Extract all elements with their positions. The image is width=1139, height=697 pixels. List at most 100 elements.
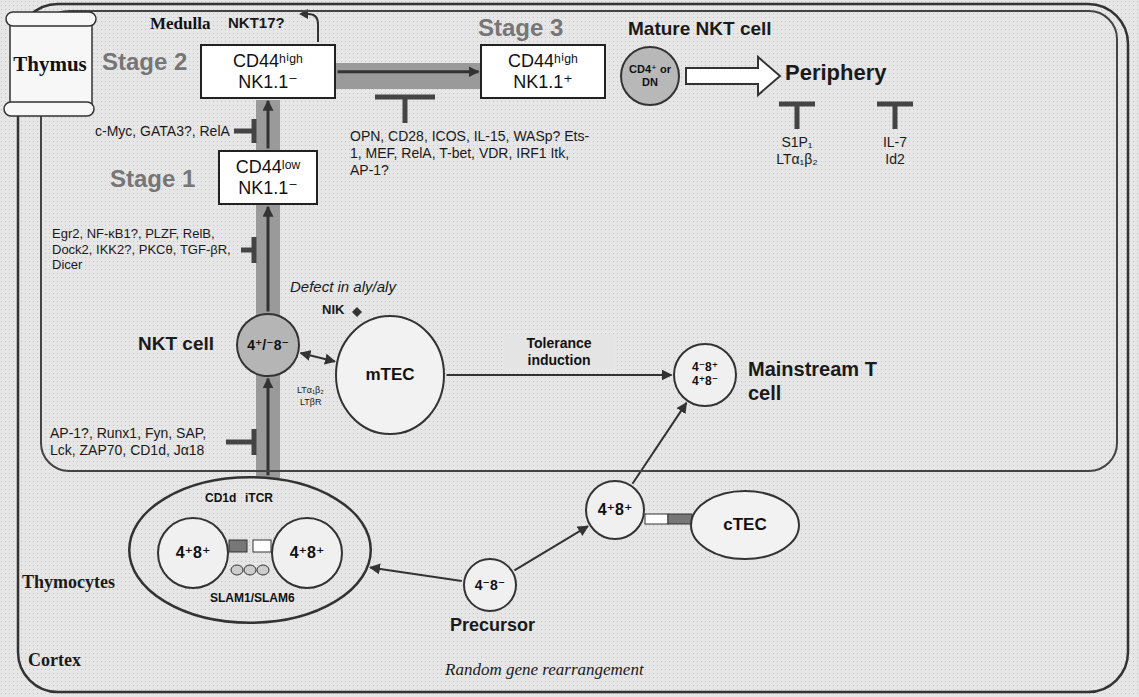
node-text: iTCR — [245, 492, 273, 506]
pathway-arrow — [267, 101, 270, 149]
node-text: Thymus — [13, 52, 87, 76]
inhibitor-stem — [234, 129, 254, 134]
node-text: CD1d — [205, 492, 236, 506]
inhibitor-stem — [893, 104, 898, 129]
cell-outline — [586, 481, 644, 539]
node-content: 4⁻8⁺ 4⁺8⁻ — [673, 343, 737, 407]
node-text: Medulla — [150, 14, 210, 34]
factor-list: Egr2, NF-κB1?, PLZF, RelB, Dock2, IKK2?,… — [52, 226, 237, 273]
node-text: CD4⁺ or DN — [627, 63, 673, 88]
label-slot: Precursor — [450, 615, 535, 637]
label-slot: LTα₁β₂ — [297, 385, 324, 396]
label-slot: Egr2, NF-κB1?, PLZF, RelB, Dock2, IKK2?,… — [52, 226, 237, 273]
inhibitor-stem — [795, 104, 800, 129]
slam-molecule — [257, 565, 269, 575]
stage-box: CD44ˡᵒʷ NK1.1⁻ — [218, 150, 318, 205]
text-slot: Medulla — [150, 14, 210, 34]
text-slot: iTCR — [245, 492, 273, 506]
node-text: 4⁺8⁺ — [598, 501, 633, 519]
interaction-arrow — [301, 353, 335, 361]
cell-outline — [158, 518, 228, 588]
text-slot: CD1d — [205, 492, 236, 506]
stage-label: Stage 3 — [478, 14, 563, 43]
pathway-arrow — [267, 379, 270, 476]
scroll-body — [10, 20, 92, 108]
scroll-roll — [6, 12, 96, 26]
label-slot: AP-1?, Runx1, Fyn, SAP, Lck, ZAP70, CD1d… — [50, 425, 222, 459]
export-arrow — [686, 57, 780, 95]
cell-outline — [674, 344, 736, 406]
label-slot: Stage 3 — [478, 14, 563, 43]
inhibitor-cap — [252, 119, 257, 143]
pathway-arrow — [267, 207, 270, 312]
stage-box: CD44ʰⁱᵍʰ NK1.1⁻ — [200, 44, 336, 99]
slam-molecule — [231, 565, 243, 575]
mtec-cell: mTEC — [335, 315, 445, 435]
node-content: Thymus — [2, 8, 98, 120]
branch-label: NKT17? — [228, 14, 285, 32]
tcr-molecule — [645, 514, 668, 524]
inhibitor-cap — [252, 237, 257, 263]
label-slot: NIK — [322, 302, 344, 318]
ctec-cell: cTEC — [690, 490, 800, 560]
edge-label-slot: Tolerance induction — [504, 334, 614, 370]
factor-list: S1P₁ LTα₁β₂ — [769, 134, 825, 168]
thymus-scroll: Thymus — [2, 8, 98, 120]
label-slot: Periphery — [785, 60, 887, 86]
edge-label: Tolerance induction — [504, 334, 614, 370]
inhibitor-stem — [403, 97, 408, 123]
molecule-label: LTβR — [300, 397, 322, 408]
label-slot: Thymocytes — [22, 572, 115, 594]
node-text: 4⁻8⁺ 4⁺8⁻ — [686, 361, 724, 389]
note: Defect in aly/aly — [290, 278, 396, 296]
node-text: 4⁻8⁻ — [475, 577, 505, 593]
development-arrow — [514, 526, 588, 570]
cell-outline — [237, 314, 299, 376]
text-slot: SLAM1/SLAM6 — [210, 592, 290, 606]
stage-label: Stage 2 — [102, 48, 187, 77]
label-slot: Random gene rearrangement — [445, 660, 644, 680]
label-slot: Stage 1 — [110, 165, 195, 194]
inhibitor-bars — [226, 97, 913, 455]
factor-list: IL-7 Id2 — [875, 134, 915, 168]
node-content: 4⁺/⁻8⁻ — [236, 313, 300, 377]
mainstream-t-cell: 4⁻8⁺ 4⁺8⁻ — [673, 343, 737, 407]
label-slot: LTβR — [300, 397, 322, 408]
node-content: CD4⁺ or DN — [620, 46, 680, 106]
branch-arrow — [308, 14, 318, 42]
note: Random gene rearrangement — [445, 660, 644, 680]
stage-box: CD44ʰⁱᵍʰ NK1.1⁺ — [480, 44, 606, 99]
node-content: 4⁻8⁻ — [463, 558, 517, 612]
label-slot: Defect in aly/aly — [290, 278, 396, 296]
cell-outline — [129, 477, 371, 623]
node-text: 4⁺8⁺ — [176, 544, 211, 562]
node-content: 4⁺8⁺ — [157, 517, 229, 589]
label-slot: Stage 2 — [102, 48, 187, 77]
label-slot: c-Myc, GATA3?, RelA — [95, 123, 230, 140]
precursor-cell: 4⁻8⁻ — [463, 558, 517, 612]
cell-outline — [336, 316, 444, 434]
factor-list: c-Myc, GATA3?, RelA — [95, 123, 230, 140]
cell-label: Precursor — [450, 615, 535, 637]
slam-molecule — [244, 565, 256, 575]
node-text: CD44ʰⁱᵍʰ NK1.1⁻ — [208, 51, 328, 92]
cell-outline — [621, 47, 679, 105]
node-content: CD44ʰⁱᵍʰ NK1.1⁻ — [202, 46, 334, 97]
development-arrow — [370, 568, 462, 581]
itcr-molecule — [253, 540, 271, 552]
label-slot: NKT cell — [138, 333, 214, 356]
node-content: CD44ˡᵒʷ NK1.1⁻ — [220, 152, 316, 203]
destination-label: Periphery — [785, 60, 887, 86]
scroll-roll — [4, 102, 94, 116]
region-label: Cortex — [28, 650, 81, 672]
thymocyte-cell: 4⁺8⁺ — [271, 517, 343, 589]
cell-outline — [464, 559, 516, 611]
pathway-band — [330, 63, 484, 89]
label-slot: Cortex — [28, 650, 81, 672]
label-slot: Mature NKT cell — [628, 18, 772, 41]
node-content: 4⁺8⁺ — [271, 517, 343, 589]
cell-label: Thymocytes — [22, 572, 115, 594]
thymocyte-cell: 4⁺8⁺ — [585, 480, 645, 540]
pathway-arrow — [338, 70, 479, 73]
